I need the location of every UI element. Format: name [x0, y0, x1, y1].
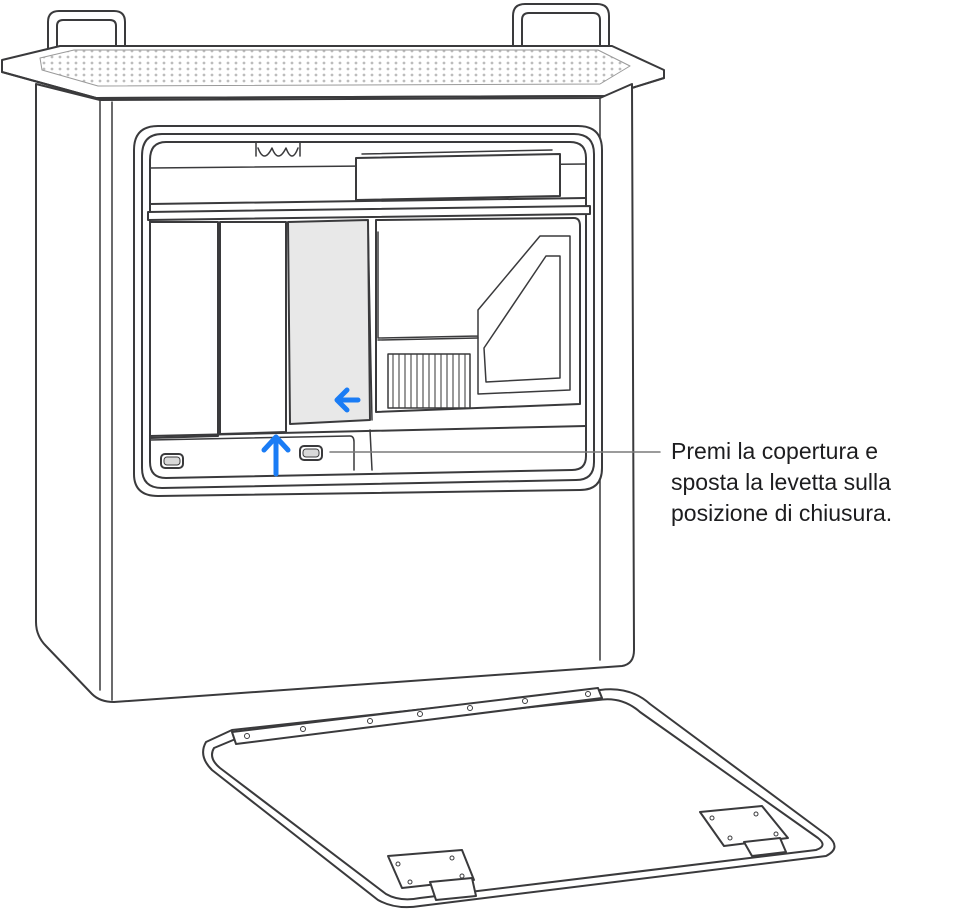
- cover-hinge-strip: [231, 687, 603, 745]
- highlighted-card: [287, 219, 371, 425]
- expansion-cards: [149, 217, 587, 439]
- card-slot-1: [149, 221, 219, 439]
- arrow-up-icon: [261, 434, 291, 477]
- vent-grille: [387, 353, 471, 409]
- removed-housing: [202, 687, 836, 909]
- callout-line-2: sposta la levetta sulla: [671, 469, 891, 495]
- top-plate: [1, 45, 665, 99]
- cover-foot-right: [699, 805, 789, 847]
- lock-rail: [149, 429, 373, 471]
- card-slot-2: [219, 221, 287, 435]
- upper-rail: [147, 141, 591, 221]
- arrow-left-icon: [334, 387, 361, 413]
- instruction-callout: Premi la copertura e sposta la levetta s…: [671, 436, 955, 529]
- callout-line-3: posizione di chiusura.: [671, 500, 893, 526]
- callout-line-1: Premi la copertura e: [671, 438, 879, 464]
- top-module: [355, 153, 561, 201]
